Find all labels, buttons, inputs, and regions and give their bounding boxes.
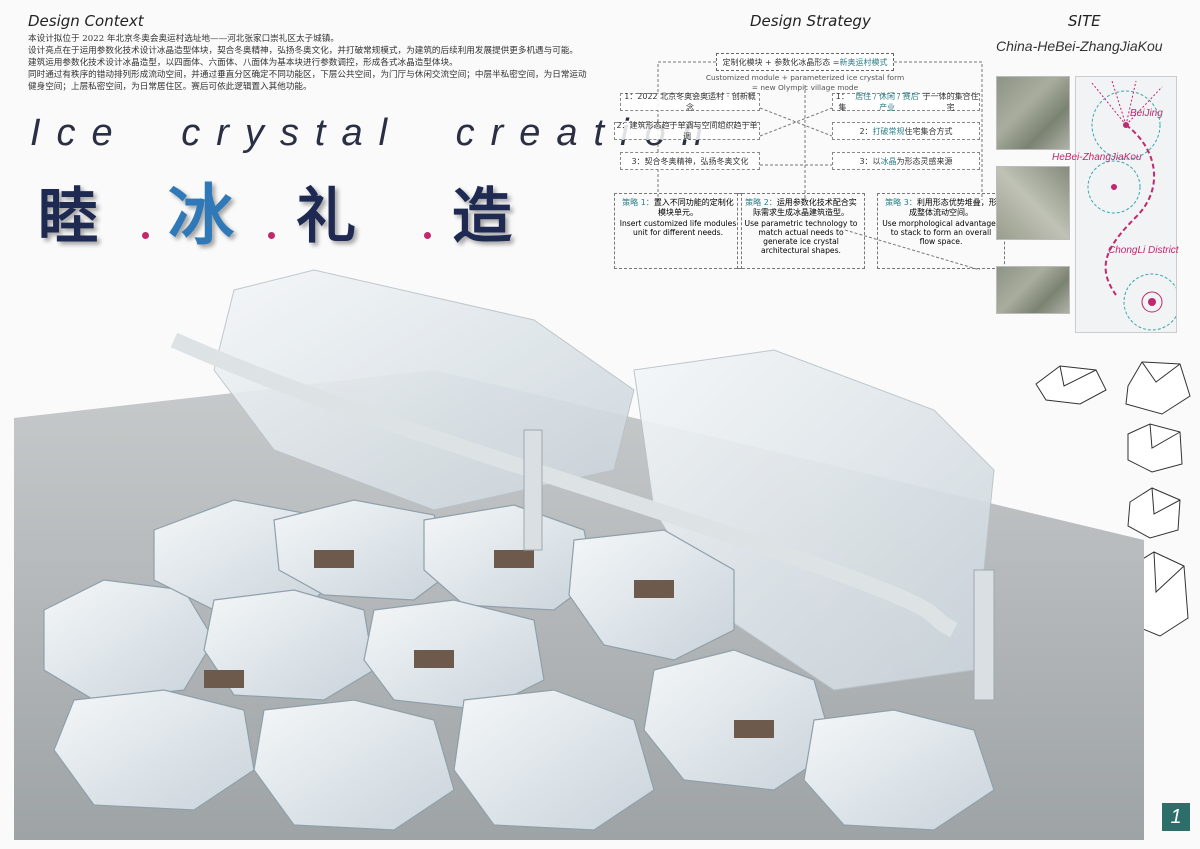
site-title: SITE — [1068, 12, 1101, 30]
strategy-box-label: 策略 2： — [745, 198, 777, 207]
page-number: 1 — [1162, 803, 1190, 831]
headline-char-1: 睦 — [38, 182, 98, 252]
strategy-title: Design Strategy — [750, 12, 871, 30]
crystal-diagram-1 — [1035, 365, 1107, 405]
headline-char-4: 造 — [452, 182, 512, 252]
goal-1-highlight: 居住 / 休闲 / 赛后产业 — [855, 92, 919, 112]
context-line: 健身空间；上层私密空间，为日常居住区。赛后可依此逻辑置入其他功能。 — [28, 82, 312, 92]
goal-1-pre: 1：集 — [835, 92, 849, 112]
strategy-box-1: 策略 1：置入不同功能的定制化模块单元。 Insert customized l… — [614, 193, 742, 269]
goal-3-pre: 3：以 — [859, 156, 881, 166]
goal-3-post: 为形态灵感来源 — [896, 156, 953, 166]
headline-english: Ice crystal creation — [30, 112, 719, 154]
location-diagram — [1075, 76, 1181, 333]
crystal-diagram-2 — [1125, 361, 1191, 415]
goal-2-post: 住宅集合方式 — [904, 126, 953, 136]
accent-dot — [142, 232, 149, 239]
core-formula-english-line: Customized module + parameterized ice cr… — [705, 73, 905, 82]
goal-2-pre: 2： — [859, 126, 873, 136]
strategy-box-en: Use parametric technology to match actua… — [744, 219, 858, 255]
context-text: 本设计拟位于 2022 年北京冬奥会奥运村选址地——河北张家口崇礼区太子城镇。 … — [28, 33, 668, 93]
strategy-box-label: 策略 1： — [622, 198, 654, 207]
context-line: 设计亮点在于运用参数化技术设计冰晶造型体块，契合冬奥精神，弘扬冬奥文化，并打破常… — [28, 46, 579, 56]
satellite-map-3 — [996, 266, 1070, 314]
strategy-box-2: 策略 2：运用参数化技术配合实际需求生成冰晶建筑造型。 Use parametr… — [737, 193, 865, 269]
context-line: 本设计拟位于 2022 年北京冬奥会奥运村选址地——河北张家口崇礼区太子城镇。 — [28, 34, 339, 44]
site-subtitle: China-HeBei-ZhangJiaKou — [996, 38, 1163, 54]
goal-2: 2：打破常规住宅集合方式 — [832, 122, 980, 140]
strategy-box-cn: 利用形态优势堆叠，形成整体流动空间。 — [909, 198, 997, 217]
place-label-chongli: ChongLi District — [1108, 245, 1179, 256]
core-formula-english-line: = new Olympic village mode — [751, 83, 859, 92]
problem-2: 2：建筑形态趋于单调与空间组织趋于单调 — [614, 121, 760, 141]
architecture-rendering — [14, 269, 1144, 840]
strategy-box-en: Insert customized life modules unit for … — [619, 219, 737, 237]
crystal-diagram-4 — [1127, 487, 1181, 539]
context-line: 建筑运用参数化技术设计冰晶造型，以四面体、六面体、八面体为基本块进行参数调控，形… — [28, 58, 458, 68]
strategy-box-cn: 置入不同功能的定制化模块单元。 — [653, 198, 734, 217]
place-label-zhangjiakou: HeBei-ZhangJiaKou — [1052, 152, 1142, 163]
headline-char-3: 礼 — [296, 182, 356, 252]
accent-dot — [268, 232, 275, 239]
goal-1-post: 于一体的集合住宅 — [922, 92, 979, 112]
problem-3: 3：契合冬奥精神，弘扬冬奥文化 — [620, 152, 760, 170]
crystal-diagram-3 — [1127, 423, 1183, 473]
accent-dot — [424, 232, 431, 239]
satellite-map-2 — [996, 166, 1070, 240]
core-formula: 定制化模块 + 参数化冰晶形态 = 新奥运村模式 — [716, 53, 894, 71]
place-label-beijing: BeiJing — [1130, 108, 1163, 119]
core-formula-highlight: 新奥运村模式 — [839, 57, 888, 67]
strategy-box-cn: 运用参数化技术配合实际需求生成冰晶建筑造型。 — [753, 198, 857, 217]
goal-3-highlight: 冰晶 — [880, 156, 897, 166]
goal-2-highlight: 打破常规 — [872, 126, 905, 136]
strategy-box-en: Use morphological advantages to stack to… — [882, 219, 1000, 246]
strategy-box-label: 策略 3： — [885, 198, 917, 207]
core-formula-english: Customized module + parameterized ice cr… — [700, 73, 910, 93]
goal-3: 3：以冰晶为形态灵感来源 — [832, 152, 980, 170]
context-line: 同时通过有秩序的错动排列形成流动空间，并通过垂直分区确定不同功能区，下层公共空间… — [28, 70, 587, 80]
core-formula-prefix: 定制化模块 + 参数化冰晶形态 = — [722, 57, 840, 67]
headline-char-2: 冰 — [168, 176, 234, 254]
goal-1: 1：集居住 / 休闲 / 赛后产业于一体的集合住宅 — [832, 92, 980, 112]
context-title: Design Context — [28, 12, 144, 30]
satellite-map-1 — [996, 76, 1070, 150]
problem-1: 1：2022 北京冬奥会奥运村 · 创新概念 — [620, 92, 760, 112]
